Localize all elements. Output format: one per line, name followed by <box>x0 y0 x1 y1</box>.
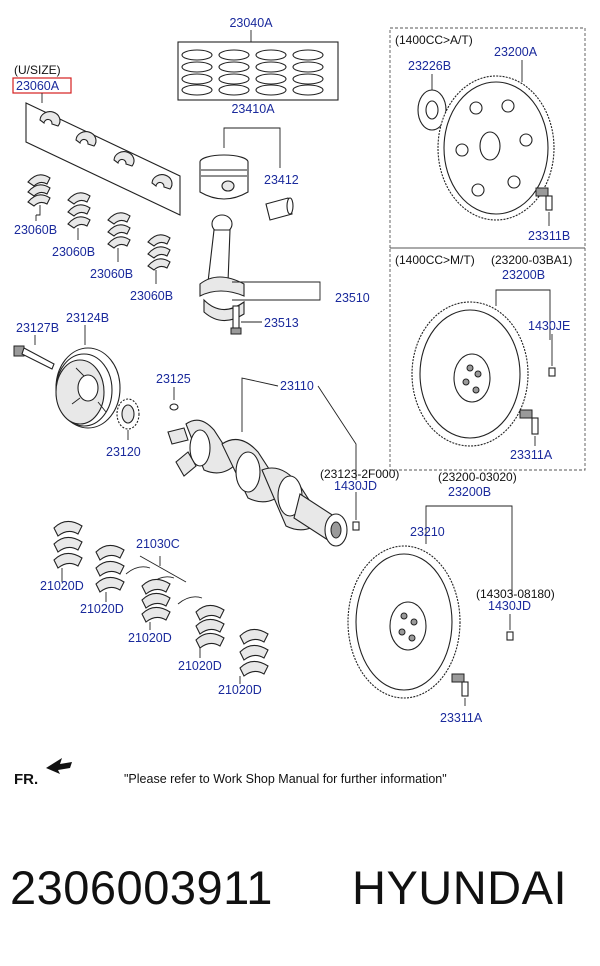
sprocket-label: 23120 <box>106 445 141 459</box>
main-bearing-3[interactable] <box>141 578 171 623</box>
main-bearing-2[interactable] <box>95 544 125 593</box>
at-bolt-part[interactable] <box>535 187 553 211</box>
brand-name: HYUNDAI <box>352 861 568 914</box>
front-bolt-part[interactable] <box>13 345 55 370</box>
bearing-label-1: 23060B <box>14 223 57 237</box>
at-bolt-label: 23311B <box>528 229 570 243</box>
main-bearing-1[interactable] <box>53 520 83 569</box>
usize-bearing-set[interactable] <box>25 102 181 216</box>
pin-code-label: 1430JD <box>334 479 377 493</box>
mt-flywheel-label: 23200B <box>502 268 545 282</box>
pulley-label: 23124B <box>66 311 109 325</box>
crank-pulley-part[interactable] <box>55 347 121 429</box>
usize-code-label: 23060A <box>16 79 60 93</box>
main-label-1: 21020D <box>40 579 84 593</box>
conrod-bolt-part[interactable] <box>230 305 242 335</box>
usize-label: (U/SIZE) <box>14 63 61 77</box>
mt-pin-label: 1430JE <box>528 319 570 333</box>
dowel-pin-part[interactable] <box>352 521 360 531</box>
at-adapter-plate-part[interactable] <box>417 89 447 131</box>
fw-code-label: 23200B <box>448 485 491 499</box>
crankshaft-part[interactable] <box>167 419 348 547</box>
bearing-label-2: 23060B <box>52 245 95 259</box>
pin-note-label: (23123-2F000) <box>320 467 399 481</box>
mt-box <box>389 247 586 471</box>
main-bearing-4[interactable] <box>195 604 225 649</box>
piston-label: 23410A <box>231 102 275 116</box>
front-arrow-icon <box>46 758 72 774</box>
front-direction-label: FR. <box>14 771 38 788</box>
mt-flywheel-part[interactable] <box>411 301 529 447</box>
engine-parts-diagram: 23040A (U/SIZE) 23060A 23060B 23060B 230… <box>12 16 586 788</box>
main-label-5: 21020D <box>218 683 262 697</box>
sprocket-part[interactable] <box>116 398 140 430</box>
main-bearing-5[interactable] <box>239 628 269 677</box>
fw-bolt-label: 23311A <box>440 711 483 725</box>
fw-pin-part[interactable] <box>506 631 514 641</box>
main-label-4: 21020D <box>178 659 222 673</box>
bearing-label-3: 23060B <box>90 267 133 281</box>
ring-gear-label: 23210 <box>410 525 445 539</box>
at-plate-label: 23226B <box>408 59 451 73</box>
thrust-label: 21030C <box>136 537 180 551</box>
main-label-3: 21020D <box>128 631 172 645</box>
conrod-bearing-2[interactable] <box>67 192 91 229</box>
bolt-front-label: 23127B <box>16 321 59 335</box>
conrod-bearing-1[interactable] <box>27 174 51 207</box>
mt-pin-part[interactable] <box>548 367 556 377</box>
mt-bolt-label: 23311A <box>510 448 553 462</box>
at-box-title: (1400CC>A/T) <box>395 33 473 47</box>
mt-note-label: (23200-03BA1) <box>491 253 572 267</box>
usize-bearing-shells <box>39 111 173 190</box>
key-label: 23125 <box>156 372 191 386</box>
connecting-rod-part[interactable] <box>199 214 245 322</box>
part-number: 2306003911 <box>10 861 273 914</box>
conrod-bearing-4[interactable] <box>147 234 171 271</box>
bearing-label-4: 23060B <box>130 289 173 303</box>
conrod-bolt-label: 23513 <box>264 316 299 330</box>
main-label-2: 21020D <box>80 602 124 616</box>
conrod-bearing-3[interactable] <box>107 212 131 249</box>
crankshaft-label: 23110 <box>280 379 314 393</box>
woodruff-key-part[interactable] <box>169 403 179 411</box>
piston-pin-part[interactable] <box>265 197 294 221</box>
piston-rings-label: 23040A <box>229 16 273 30</box>
fw-pin-label: 1430JD <box>488 599 531 613</box>
mt-bolt-part[interactable] <box>519 409 539 435</box>
piston-rings-part[interactable] <box>177 41 339 101</box>
at-drive-label: 23200A <box>494 45 538 59</box>
conrod-label: 23510 <box>335 291 370 305</box>
fw-pin-note-label: (14303-08180) <box>476 587 555 601</box>
notice-text: "Please refer to Work Shop Manual for fu… <box>124 772 447 786</box>
mt-box-title: (1400CC>M/T) <box>395 253 475 267</box>
fw-bolt-part[interactable] <box>451 673 469 697</box>
piston-part[interactable] <box>199 154 249 200</box>
lower-flywheel-part[interactable] <box>347 545 461 699</box>
fw-note-label: (23200-03020) <box>438 470 517 484</box>
at-drive-plate-part[interactable] <box>437 75 555 221</box>
pin-label: 23412 <box>264 173 299 187</box>
